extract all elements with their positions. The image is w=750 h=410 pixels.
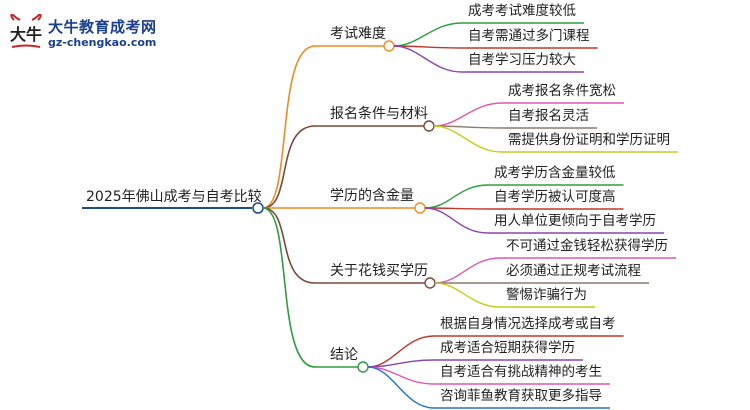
leaf-label: 咨询菲鱼教育获取更多指导 xyxy=(440,388,602,404)
leaf-connector xyxy=(434,282,501,308)
logo-title: 大牛教育成考网 xyxy=(48,18,157,36)
leaf-label: 需提供身份证明和学历证明 xyxy=(508,132,670,148)
leaf-connector xyxy=(424,184,489,209)
leaf-label: 根据自身情况选择成考或自考 xyxy=(440,316,616,332)
leaf-label: 自考需通过多门课程 xyxy=(468,28,590,44)
leaf-connector xyxy=(434,257,501,284)
leaf-label: 自考学历被认可度高 xyxy=(494,189,616,205)
leaf-label: 自考学习压力较大 xyxy=(468,52,576,68)
leaf-label: 警惕诈骗行为 xyxy=(506,287,587,303)
root-node-label: 2025年佛山成考与自考比较 xyxy=(86,189,262,205)
leaf-connector xyxy=(393,22,463,47)
leaf-label: 用人单位更倾向于自考学历 xyxy=(494,213,656,229)
branch-node-circle xyxy=(414,202,426,214)
branch-label: 学历的含金量 xyxy=(330,188,414,204)
leaf-label: 成考学历含金量较低 xyxy=(494,165,616,181)
logo: 大牛 大牛教育成考网 gz-chengkao.com xyxy=(8,14,178,54)
branch-connector xyxy=(262,45,316,209)
leaf-label: 成考考试难度较低 xyxy=(468,3,576,19)
branch-connector xyxy=(262,125,316,209)
leaf-connector xyxy=(424,207,489,234)
leaf-connector xyxy=(367,366,435,409)
leaf-connector xyxy=(367,359,435,368)
leaf-label: 成考报名条件宽松 xyxy=(508,83,616,99)
logo-url: gz-chengkao.com xyxy=(48,36,157,49)
branch-label: 关于花钱买学历 xyxy=(330,263,428,279)
leaf-label: 必须通过正规考试流程 xyxy=(506,263,641,279)
branch-connector xyxy=(262,207,316,284)
leaf-connector xyxy=(433,102,503,127)
leaf-label: 自考报名灵活 xyxy=(508,108,589,124)
leaf-connector xyxy=(367,335,435,368)
branch-label: 结论 xyxy=(330,347,358,363)
leaf-label: 自考适合有挑战精神的考生 xyxy=(440,364,602,380)
leaf-connector xyxy=(433,125,503,153)
bull-logo-icon: 大牛 xyxy=(10,14,42,48)
leaf-label: 不可通过金钱轻松获得学历 xyxy=(506,238,668,254)
leaf-label: 成考适合短期获得学历 xyxy=(440,340,575,356)
svg-text:大牛: 大牛 xyxy=(10,25,42,44)
branch-node-circle xyxy=(357,361,369,373)
branch-connector xyxy=(262,207,316,368)
leaf-connector xyxy=(393,45,463,73)
branch-label: 报名条件与材料 xyxy=(330,106,428,122)
branch-label: 考试难度 xyxy=(330,26,386,42)
